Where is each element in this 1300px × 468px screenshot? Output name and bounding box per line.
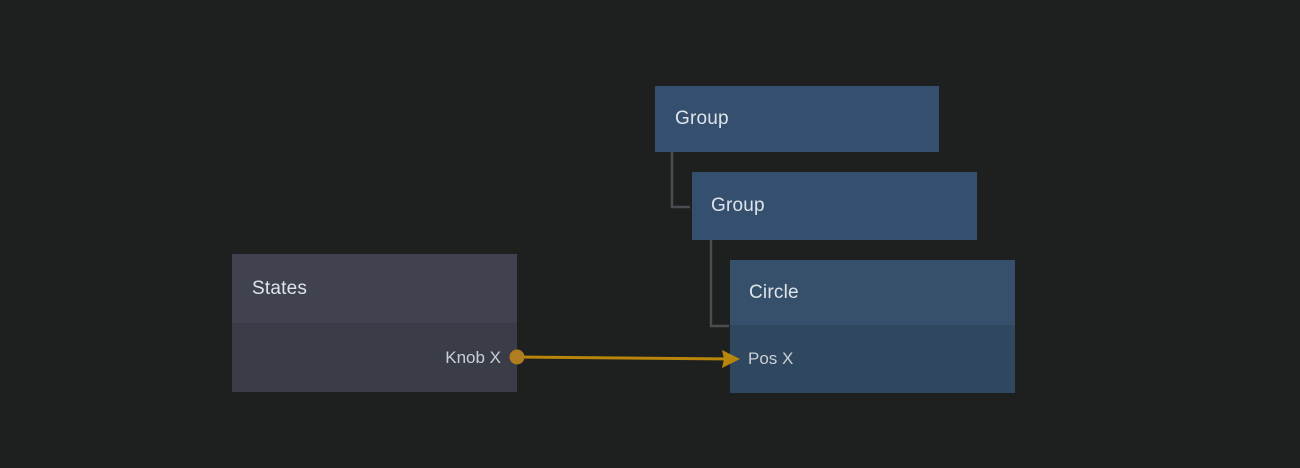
tree-connector-group1-group2 [670, 152, 690, 209]
node-group-2-header[interactable]: Group [692, 172, 977, 240]
port-row-pos-x[interactable]: Pos X [730, 325, 1015, 393]
node-states-1-header[interactable]: States [232, 254, 517, 323]
node-circle-1-title: Circle [749, 281, 799, 303]
node-circle-1[interactable]: Circle Pos X [730, 260, 1015, 393]
node-group-1[interactable]: Group [655, 86, 939, 152]
node-group-2[interactable]: Group [692, 172, 977, 240]
tree-connector-group2-circle [709, 240, 729, 328]
node-circle-1-body: Pos X [730, 325, 1015, 393]
node-circle-1-header[interactable]: Circle [730, 260, 1015, 325]
link-knobx-posx-wire[interactable] [516, 355, 736, 361]
port-row-knob-x[interactable]: Knob X [232, 323, 517, 392]
node-group-1-title: Group [675, 108, 729, 129]
node-states-1-title: States [252, 277, 308, 299]
node-group-2-title: Group [711, 195, 765, 216]
node-states-1-body: Knob X [232, 323, 517, 392]
node-group-1-header[interactable]: Group [655, 86, 939, 152]
port-label-knob-x: Knob X [445, 347, 501, 367]
node-states-1[interactable]: States Knob X [232, 254, 517, 392]
port-label-pos-x: Pos X [748, 349, 794, 368]
